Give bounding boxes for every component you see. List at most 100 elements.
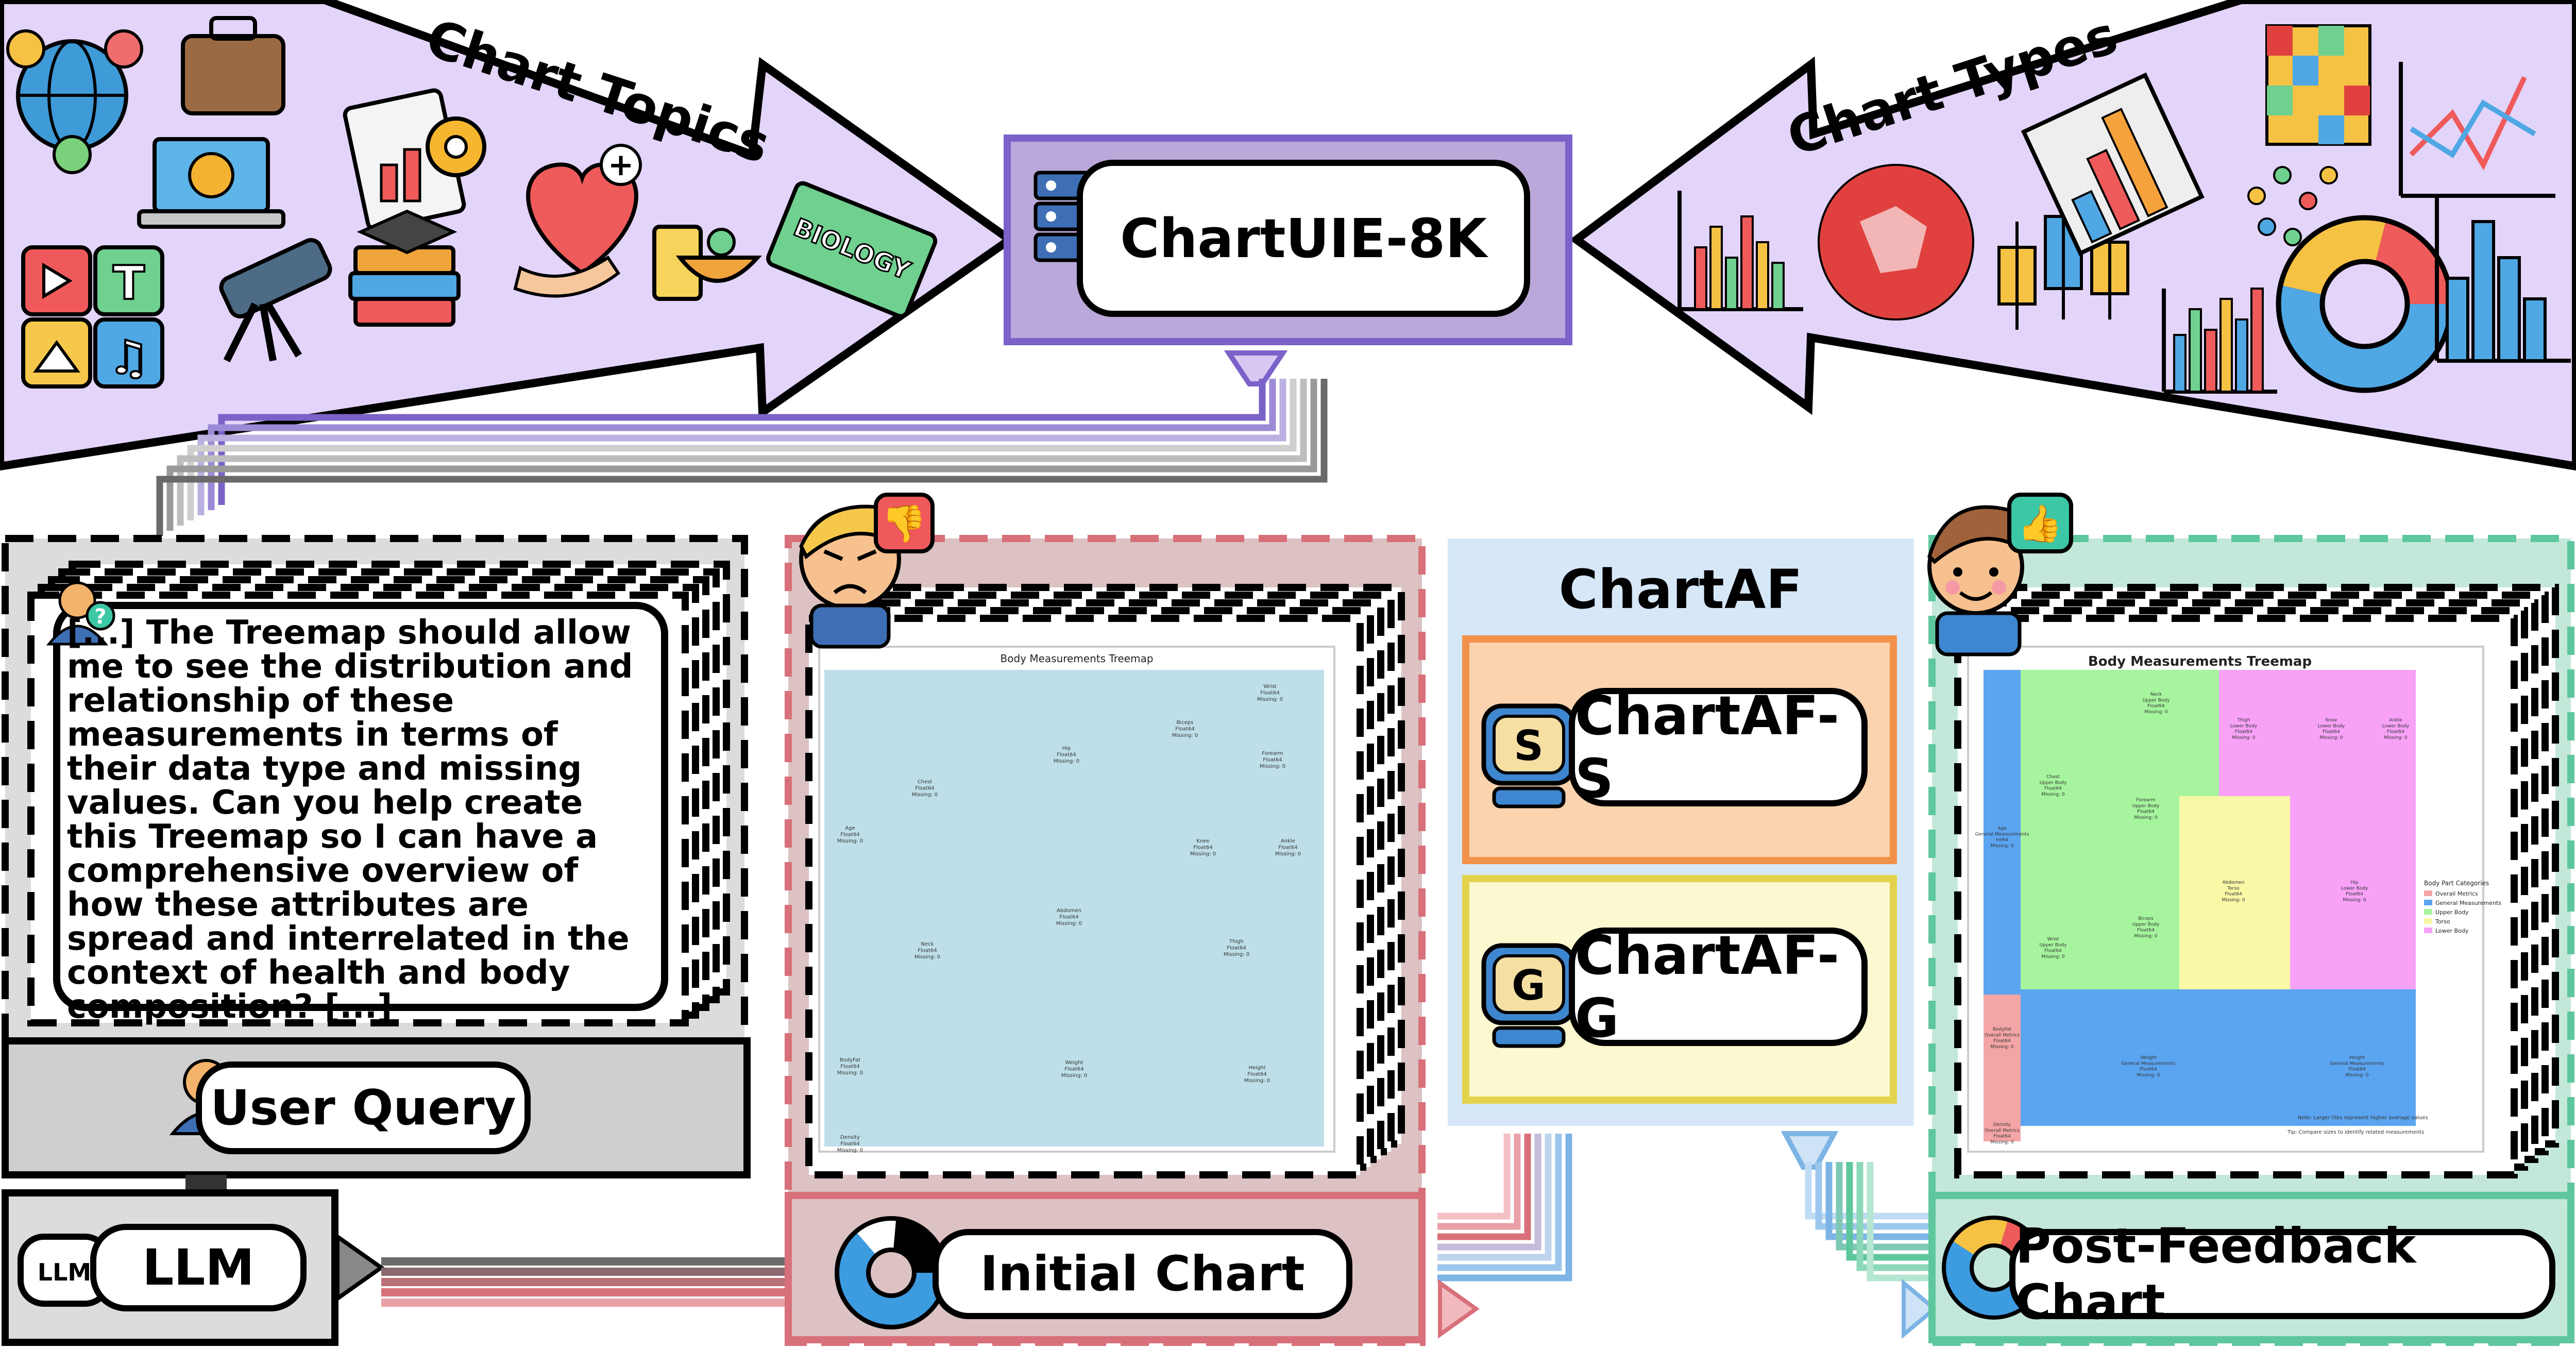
treemap-tile-age <box>1984 670 2021 995</box>
initial-arrow-tip <box>1438 1279 1480 1339</box>
treemap-tile-abdomen <box>2179 796 2290 989</box>
user-query-caption: User Query <box>196 1061 531 1154</box>
scatter-icon <box>2247 166 2338 246</box>
post-legend-item: Torso <box>2435 918 2450 925</box>
chartaf-arrow-tip <box>1902 1278 1938 1339</box>
post-legend: Body Part Categories Overall MetricsGene… <box>2424 880 2501 934</box>
post-legend-swatch <box>2424 890 2432 896</box>
column-chart-icon <box>2435 196 2571 363</box>
svg-text:♫: ♫ <box>108 331 150 385</box>
happy-user-icon: 👍 <box>1927 493 2073 656</box>
map-chart-icon <box>1818 164 1974 321</box>
telescope-icon <box>219 238 332 363</box>
apps-grid-icon: T ♫ <box>21 245 164 389</box>
briefcase-laptop-icon <box>137 16 285 229</box>
donut-chart-icon <box>2276 215 2454 393</box>
multi-bar-icon <box>2162 288 2277 394</box>
llm-label: LLM <box>90 1224 307 1311</box>
globe-people-icon <box>6 29 143 174</box>
post-legend-swatch <box>2424 928 2432 933</box>
robot-s-badge: S <box>1514 722 1544 770</box>
robot-s-icon: S <box>1481 703 1577 808</box>
chartaf-to-post-connector <box>1805 1162 1937 1282</box>
post-legend-swatch <box>2424 918 2432 924</box>
robot-g-badge: G <box>1512 962 1546 1009</box>
post-legend-item: Lower Body <box>2435 928 2469 934</box>
post-note-2: Tip: Compare sizes to identify related m… <box>2287 1130 2424 1135</box>
dataset-label: ChartUIE-8K <box>1077 160 1530 317</box>
biology-book-icon: BIOLOGY <box>766 181 938 318</box>
svg-text:?: ? <box>94 605 106 629</box>
post-treemap <box>1984 670 2416 1141</box>
initial-treemap <box>824 670 1324 1147</box>
query-stack <box>27 561 730 1026</box>
box-plot-icon <box>1997 196 2129 330</box>
post-legend-item: Upper Body <box>2435 909 2469 916</box>
bar-chart-icon <box>1677 191 1803 311</box>
tilted-bar-icon <box>2021 72 2205 256</box>
llm-arrow-tip <box>335 1233 385 1303</box>
chartaf-s-label: ChartAF-S <box>1569 684 1868 810</box>
health-heart-icon: + <box>513 144 642 298</box>
food-drink-icon <box>652 225 762 301</box>
user-question-icon: ? <box>46 581 115 646</box>
post-note-1: Note: Larger tiles represent higher aver… <box>2298 1115 2428 1121</box>
initial-to-chartaf-connector <box>1437 1134 1572 1282</box>
post-chart-title: Body Measurements Treemap <box>2088 654 2312 669</box>
user-query-text: [...] The Treemap should allow me to see… <box>67 614 633 1026</box>
llm-to-initial-connector <box>381 1257 788 1307</box>
treemap-tile-density <box>1984 1113 2021 1141</box>
initial-chart-title: Body Measurements Treemap <box>1000 652 1153 665</box>
angry-user-icon: 👎 <box>799 493 935 649</box>
post-legend-item: General Measurements <box>2435 900 2501 906</box>
svg-text:T: T <box>113 256 144 310</box>
treemap-tile-hip <box>2290 796 2416 989</box>
post-legend-swatch <box>2424 900 2432 905</box>
llm-icon-text: LLM <box>38 1258 91 1286</box>
post-legend-swatch <box>2424 909 2432 915</box>
line-chart-icon <box>2399 62 2555 198</box>
svg-text:+: + <box>608 147 634 183</box>
llm-head-icon: LLM <box>18 1234 111 1307</box>
treemap-tile-lower-upper <box>2219 670 2416 796</box>
heatmap-icon <box>2265 24 2371 146</box>
chartaf-title: ChartAF <box>1558 558 1802 621</box>
treemap-tile-weight-height <box>2021 989 2416 1126</box>
initial-caption: Initial Chart <box>933 1229 1352 1319</box>
dataset-to-query-connector <box>156 379 1328 536</box>
svg-text:👎: 👎 <box>882 502 926 545</box>
post-legend-item: Overall Metrics <box>2435 890 2478 897</box>
svg-text:👍: 👍 <box>2018 502 2062 545</box>
